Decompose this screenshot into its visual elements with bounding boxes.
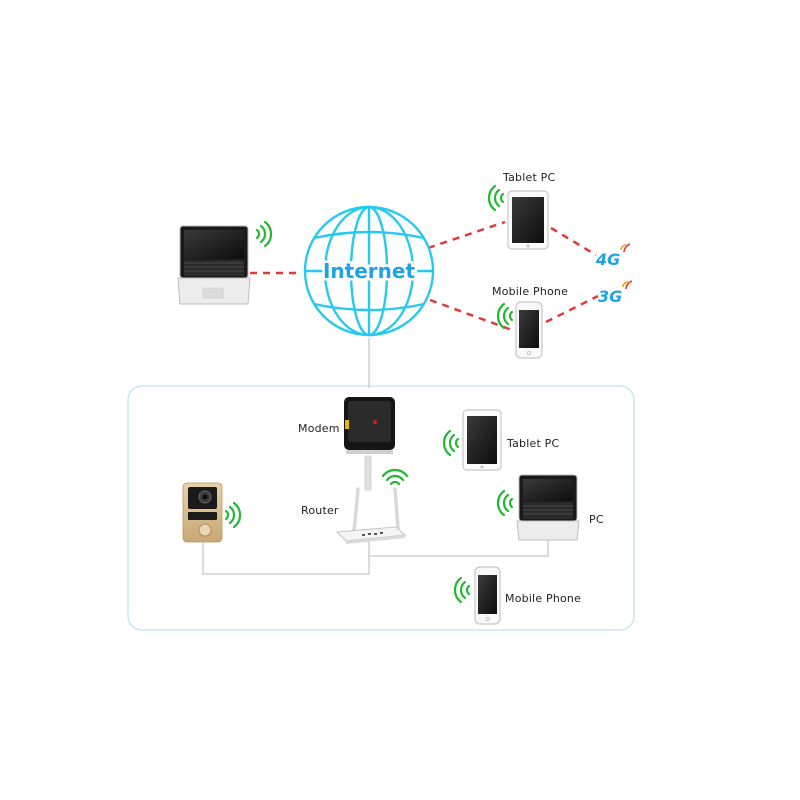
tablet-icon [507,190,549,250]
svg-text:3G: 3G [598,287,622,306]
router-icon [335,487,407,544]
link-internet-tablet [427,220,506,250]
wifi-icon-tablet-home [442,429,460,457]
4g-icon: 4G [595,243,631,269]
tablet-icon-home [462,409,502,471]
laptop-icon-home [516,474,580,541]
pc-cable [369,540,549,557]
wifi-icon-doorbell [224,501,242,529]
pc-label: PC [589,513,604,526]
doorbell-icon [182,482,223,543]
svg-text:4G: 4G [595,250,620,269]
wireless-links [250,220,599,332]
modem-label: Modem [298,422,340,435]
router-label: Router [301,504,339,517]
wifi-icon-tablet [487,184,505,212]
wifi-icon-phone [496,302,514,330]
link-tablet-4g [550,226,597,257]
link-phone-3g [545,294,599,324]
laptop-icon [177,225,251,305]
doorbell-cable [202,540,370,575]
home-network-panel [127,385,635,631]
3g-icon: 3G [598,280,633,306]
globe-icon [303,205,435,337]
home-tablet-label: Tablet PC [507,437,560,450]
wifi-icon-phone-home [453,576,471,604]
internet-label: Internet [323,259,415,283]
tablet-label: Tablet PC [503,171,556,184]
wifi-icon-pc [496,489,514,517]
wifi-icon-laptop [255,220,273,248]
modem-icon [344,397,395,491]
home-mobile-phone-label: Mobile Phone [505,592,582,605]
phone-icon [515,301,543,359]
wifi-icon-router [381,468,409,486]
phone-icon-home [474,566,501,625]
mobile-phone-label: Mobile Phone [492,285,569,298]
link-internet-phone [429,298,513,332]
cable-lines [202,338,549,575]
